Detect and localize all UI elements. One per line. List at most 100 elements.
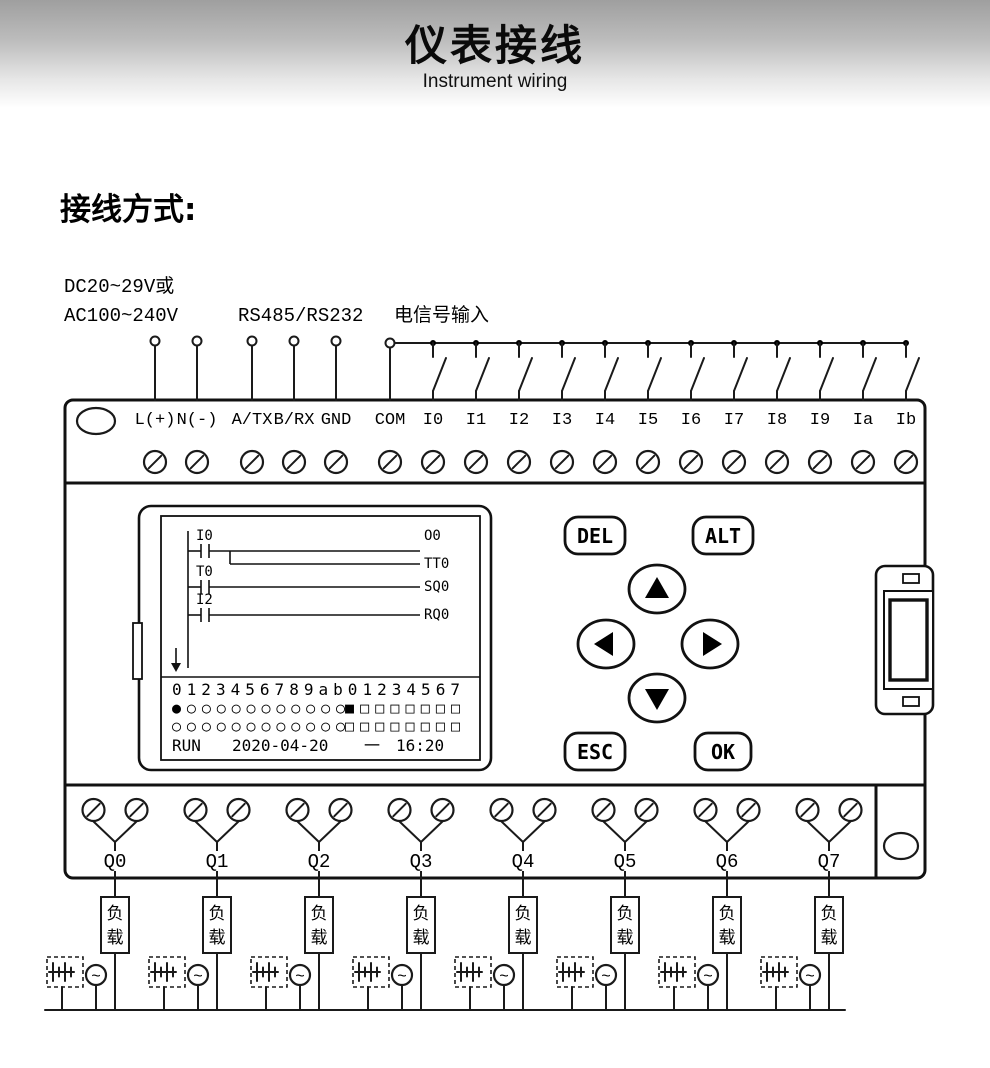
input-switch-I3 <box>559 340 576 401</box>
ac-source-tilde: ~ <box>703 968 713 986</box>
pair-bracket-left <box>398 820 422 843</box>
down-arrow-icon <box>645 689 669 710</box>
switch-blade <box>690 357 705 392</box>
pair-bracket-right <box>420 820 444 843</box>
screw-slot <box>698 802 713 818</box>
load-label-char1: 负 <box>413 904 430 924</box>
screw-slot <box>129 802 144 818</box>
screw-slot <box>290 802 305 818</box>
terminal-screw <box>239 449 265 475</box>
top-terminal-label-7: I1 <box>466 411 486 430</box>
screw-slot <box>683 454 699 470</box>
del-button-label: DEL <box>577 524 613 548</box>
screw-slot <box>328 454 344 470</box>
signal-common-pin <box>384 337 396 349</box>
screw-slot <box>188 802 203 818</box>
screw-slot <box>147 454 163 470</box>
terminal-screw <box>124 797 149 823</box>
load-label-char2: 载 <box>311 928 328 948</box>
load-label-char1: 负 <box>821 904 838 924</box>
terminal-screw <box>591 797 616 823</box>
esc-button <box>563 731 627 772</box>
terminal-screw <box>678 449 704 475</box>
output-label-mask <box>302 851 336 871</box>
pair-bracket-right <box>318 820 342 843</box>
top-terminal-label-8: I2 <box>509 411 529 430</box>
top-terminal-label-11: I5 <box>638 411 658 430</box>
pair-bracket-left <box>500 820 524 843</box>
screw-slot <box>855 454 871 470</box>
ladder-output-1a: O0 <box>424 528 441 544</box>
screw-slot <box>639 802 654 818</box>
screw-slot <box>392 802 407 818</box>
supply-wire-pin-4 <box>330 335 342 347</box>
load-label-char1: 负 <box>515 904 532 924</box>
screw-slot <box>333 802 348 818</box>
dc-source-box <box>352 956 390 988</box>
screw-slot <box>597 454 613 470</box>
terminal-screw <box>693 797 718 823</box>
top-terminal-label-17: Ib <box>896 411 916 430</box>
output-terminal-label: Q4 <box>512 851 535 873</box>
lcd-side-clip <box>132 622 143 680</box>
top-terminal-label-12: I6 <box>681 411 701 430</box>
terminal-screw <box>323 449 349 475</box>
terminal-screw <box>184 449 210 475</box>
up-arrow-icon <box>645 577 669 598</box>
output-label-mask <box>608 851 642 871</box>
screw-slot <box>86 802 101 818</box>
screw-slot <box>425 454 441 470</box>
lcd-screen <box>160 515 481 761</box>
connector-tab-top <box>902 573 920 584</box>
ac-source-tilde: ~ <box>91 968 101 986</box>
terminal-screw <box>807 449 833 475</box>
terminal-screw <box>795 797 820 823</box>
lcd-status-date: 2020-04-20 <box>232 736 328 755</box>
output-terminal-label: Q2 <box>308 851 331 873</box>
dc-source-box <box>454 956 492 988</box>
load-box <box>100 896 130 954</box>
lcd-status-mode: RUN <box>172 736 201 755</box>
top-terminal-label-1: N(-) <box>177 411 218 430</box>
input-switch-I7 <box>731 340 748 401</box>
terminal-screw <box>489 797 514 823</box>
dc-source-box <box>556 956 594 988</box>
switch-blade <box>518 357 533 392</box>
ladder-contact-2: T0 <box>196 564 213 580</box>
dc-source-box <box>250 956 288 988</box>
input-switch-I5 <box>645 340 662 401</box>
section-title: 接线方式: <box>60 192 197 228</box>
ac-source-tilde: ~ <box>805 968 815 986</box>
pair-bracket-right <box>216 820 240 843</box>
screw-slot <box>382 454 398 470</box>
right-arrow-icon <box>703 632 722 656</box>
wiring-diagram: DC20~29V或 AC100~240V RS485/RS232 电信号输入 <box>44 275 935 1011</box>
top-terminal-label-3: B/RX <box>274 411 315 430</box>
top-terminal-label-10: I4 <box>595 411 615 430</box>
top-terminal-label-4: GND <box>321 411 352 430</box>
switch-blade <box>604 357 619 392</box>
load-label-char2: 载 <box>821 928 838 948</box>
terminal-screw <box>387 797 412 823</box>
pair-bracket-right <box>624 820 648 843</box>
ladder-output-3: RQ0 <box>424 607 449 623</box>
dc-source-box <box>148 956 186 988</box>
pair-bracket-left <box>704 820 728 843</box>
load-label-char1: 负 <box>311 904 328 924</box>
pair-bracket-left <box>602 820 626 843</box>
screw-slot <box>898 454 914 470</box>
supply-wire-pin-0 <box>149 335 161 347</box>
terminal-screw <box>592 449 618 475</box>
terminal-screw <box>635 449 661 475</box>
connector-tab-bottom <box>902 696 920 707</box>
top-terminal-label-14: I8 <box>767 411 787 430</box>
output-label-mask <box>506 851 540 871</box>
load-label-char2: 载 <box>413 928 430 948</box>
ladder-output-1b: TT0 <box>424 556 449 572</box>
del-button <box>563 515 627 556</box>
load-label-char2: 载 <box>719 928 736 948</box>
